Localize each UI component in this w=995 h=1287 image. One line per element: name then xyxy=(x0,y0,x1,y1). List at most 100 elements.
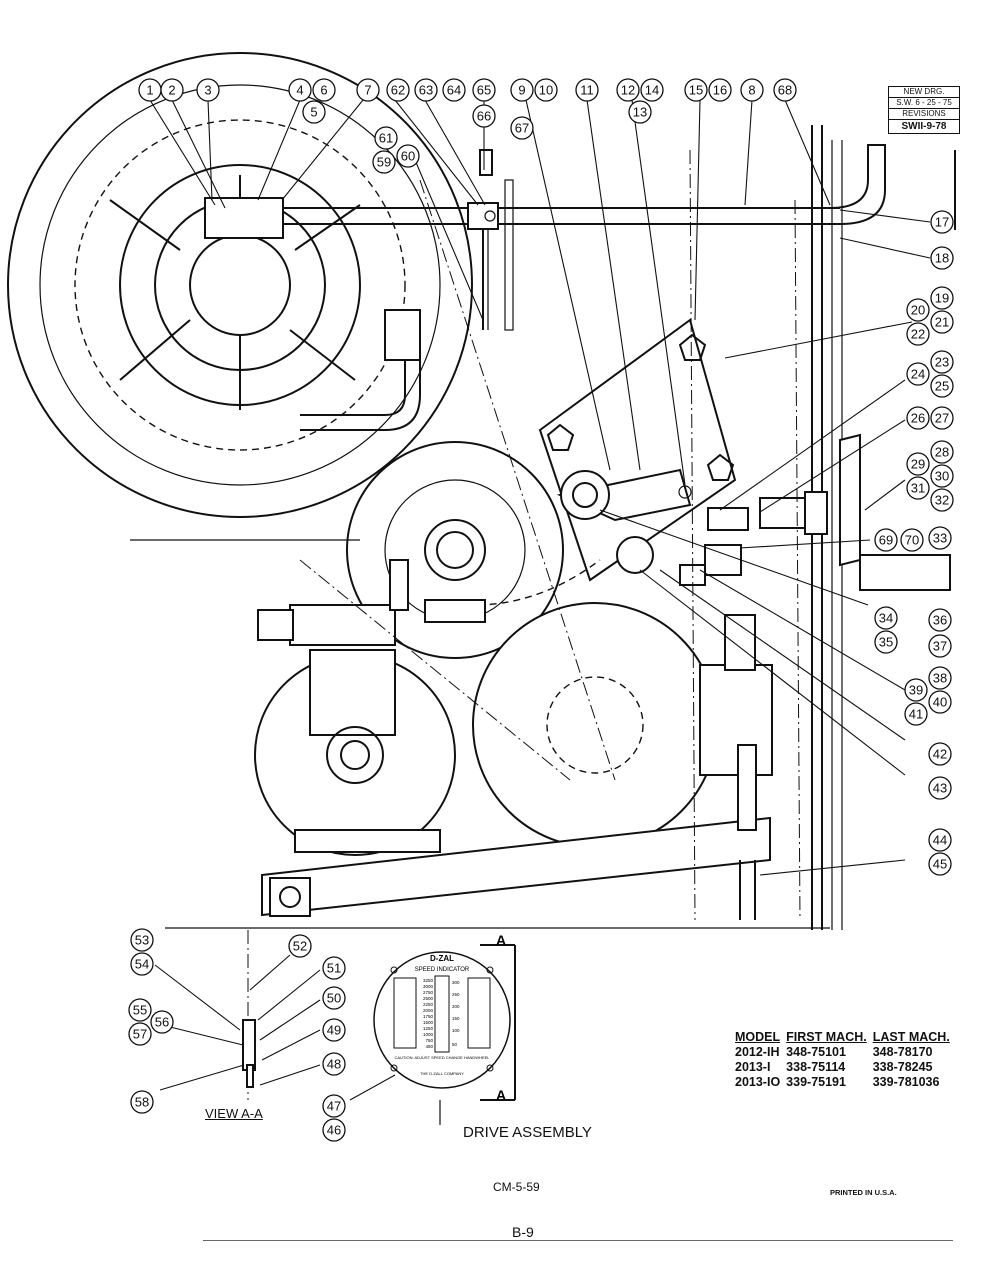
svg-text:43: 43 xyxy=(933,781,947,796)
svg-text:4: 4 xyxy=(296,83,303,98)
callout-13: 13 xyxy=(628,100,652,124)
callout-25: 25 xyxy=(930,374,954,398)
svg-text:150: 150 xyxy=(452,1016,460,1021)
speed-indicator-maker: THE D-ZALL COMPANY xyxy=(420,1071,464,1076)
callout-52: 52 xyxy=(288,934,312,958)
callout-61: 61 xyxy=(374,126,398,150)
revision-line-4: SWII-9-78 xyxy=(901,121,947,132)
svg-text:31: 31 xyxy=(911,481,925,496)
footer-rule xyxy=(203,1240,953,1241)
view-a-a-detail xyxy=(242,930,516,1125)
callout-54: 54 xyxy=(130,952,154,976)
table-row: 2013-IO 339-75191 339-781036 xyxy=(735,1075,940,1089)
svg-text:68: 68 xyxy=(778,83,792,98)
callout-58: 58 xyxy=(130,1090,154,1114)
svg-text:55: 55 xyxy=(133,1003,147,1018)
callout-balloons: 1 2 3 4 6 5 7 62 63 64 65 66 9 10 11 12 … xyxy=(128,78,954,1142)
revision-line-3: REVISIONS xyxy=(889,109,959,120)
svg-text:11: 11 xyxy=(580,83,594,98)
callout-30: 30 xyxy=(930,464,954,488)
callout-31: 31 xyxy=(906,476,930,500)
svg-text:14: 14 xyxy=(645,83,659,98)
callout-6: 6 xyxy=(312,78,336,102)
header-model: MODEL xyxy=(735,1030,781,1044)
svg-text:2250: 2250 xyxy=(423,1002,434,1007)
speed-indicator-title: SPEED INDICATOR xyxy=(415,967,470,973)
callout-22: 22 xyxy=(906,322,930,346)
svg-text:21: 21 xyxy=(935,315,949,330)
callout-7: 7 xyxy=(356,78,380,102)
model-table-header: MODEL FIRST MACH. LAST MACH. xyxy=(735,1030,956,1045)
callout-5: 5 xyxy=(302,100,326,124)
callout-39: 39 xyxy=(904,678,928,702)
svg-text:19: 19 xyxy=(935,291,949,306)
svg-text:13: 13 xyxy=(633,105,647,120)
svg-text:28: 28 xyxy=(935,445,949,460)
callout-59: 59 xyxy=(372,150,396,174)
svg-text:38: 38 xyxy=(933,671,947,686)
callout-62: 62 xyxy=(386,78,410,102)
air-piping xyxy=(130,309,421,541)
speed-indicator-right-scale: 300 250 200 150 100 50 xyxy=(452,980,460,1047)
svg-text:450: 450 xyxy=(425,1044,433,1049)
speed-indicator-graphic: D-ZAL SPEED INDICATOR 3250 3000 2750 250… xyxy=(373,951,511,1089)
callout-38: 38 xyxy=(928,666,952,690)
callout-24: 24 xyxy=(906,362,930,386)
svg-text:17: 17 xyxy=(935,215,949,230)
svg-text:67: 67 xyxy=(515,121,529,136)
speed-indicator-plate: D-ZAL SPEED INDICATOR 3250 3000 2750 250… xyxy=(372,950,512,1090)
callout-12: 12 xyxy=(616,78,640,102)
svg-text:64: 64 xyxy=(447,83,461,98)
svg-text:1250: 1250 xyxy=(423,1026,434,1031)
svg-text:22: 22 xyxy=(911,327,925,342)
callout-18: 18 xyxy=(930,246,954,270)
svg-text:46: 46 xyxy=(327,1123,341,1138)
svg-text:54: 54 xyxy=(135,957,149,972)
svg-text:47: 47 xyxy=(327,1099,341,1114)
callout-35: 35 xyxy=(874,630,898,654)
svg-text:35: 35 xyxy=(879,635,893,650)
header-last-mach: LAST MACH. xyxy=(872,1030,950,1044)
callout-32: 32 xyxy=(930,488,954,512)
callout-20: 20 xyxy=(906,298,930,322)
svg-text:2: 2 xyxy=(168,83,175,98)
callout-15: 15 xyxy=(684,78,708,102)
svg-text:39: 39 xyxy=(909,683,923,698)
callout-42: 42 xyxy=(928,742,952,766)
callout-26: 26 xyxy=(906,406,930,430)
callout-16: 16 xyxy=(708,78,732,102)
svg-text:48: 48 xyxy=(327,1057,341,1072)
callout-45: 45 xyxy=(928,852,952,876)
callout-64: 64 xyxy=(442,78,466,102)
callout-40: 40 xyxy=(928,690,952,714)
svg-text:200: 200 xyxy=(452,1004,460,1009)
speed-indicator-caution: CAUTION: ADJUST SPEED CHANGE HANDWHEEL xyxy=(394,1055,490,1060)
callout-34: 34 xyxy=(874,606,898,630)
callout-3: 3 xyxy=(196,78,220,102)
callout-50: 50 xyxy=(322,986,346,1010)
drawing-title: DRIVE ASSEMBLY xyxy=(463,1124,592,1141)
svg-text:45: 45 xyxy=(933,857,947,872)
section-marker-top: A xyxy=(496,932,506,948)
svg-text:25: 25 xyxy=(935,379,949,394)
motor xyxy=(699,614,773,776)
motor-pulley xyxy=(472,602,718,848)
svg-text:3000: 3000 xyxy=(423,984,434,989)
svg-text:51: 51 xyxy=(327,961,341,976)
svg-text:100: 100 xyxy=(452,1028,460,1033)
svg-text:69: 69 xyxy=(879,533,893,548)
callout-63: 63 xyxy=(414,78,438,102)
callout-17: 17 xyxy=(930,210,954,234)
callout-9: 9 xyxy=(510,78,534,102)
svg-text:66: 66 xyxy=(477,109,491,124)
callout-8: 8 xyxy=(740,78,764,102)
svg-text:18: 18 xyxy=(935,251,949,266)
compressor xyxy=(254,559,486,856)
callout-44: 44 xyxy=(928,828,952,852)
svg-text:40: 40 xyxy=(933,695,947,710)
svg-text:3: 3 xyxy=(204,83,211,98)
svg-text:20: 20 xyxy=(911,303,925,318)
svg-text:41: 41 xyxy=(909,707,923,722)
svg-text:44: 44 xyxy=(933,833,947,848)
svg-text:15: 15 xyxy=(689,83,703,98)
